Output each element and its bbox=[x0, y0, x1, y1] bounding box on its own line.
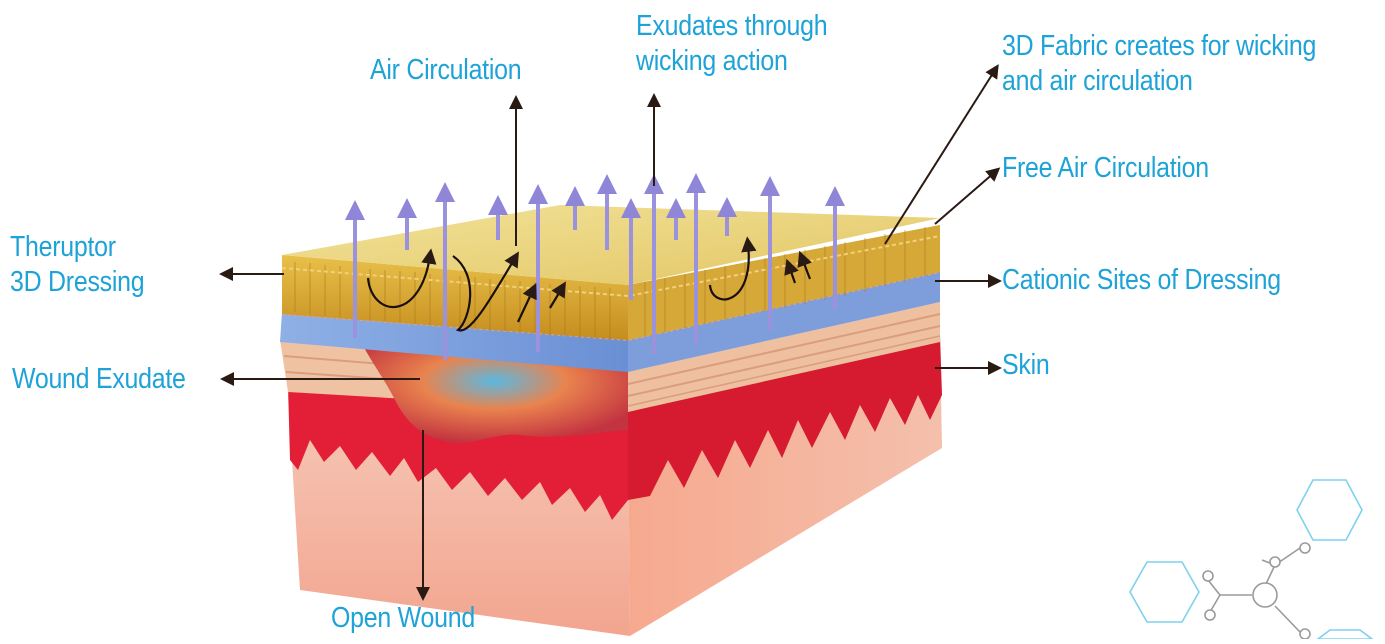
fabric-pointer bbox=[885, 70, 995, 244]
cationic-text: Cationic Sites of Dressing bbox=[1002, 263, 1281, 298]
label-3d-fabric: 3D Fabric creates for wicking and air ci… bbox=[1002, 29, 1316, 99]
label-open-wound: Open Wound bbox=[331, 601, 475, 636]
wound-exudate-text: Wound Exudate bbox=[12, 362, 186, 397]
theruptor-text-line2: 3D Dressing bbox=[10, 265, 144, 300]
exudates-text-line2: wicking action bbox=[636, 44, 827, 79]
theruptor-text-line1: Theruptor bbox=[10, 230, 144, 265]
hexagon-molecule-icon bbox=[1130, 480, 1372, 639]
free-air-pointer bbox=[935, 172, 995, 224]
label-wound-exudate: Wound Exudate bbox=[12, 362, 186, 397]
label-cationic-sites: Cationic Sites of Dressing bbox=[1002, 263, 1281, 298]
label-air-circulation: Air Circulation bbox=[370, 53, 521, 88]
fabric-text-line2: and air circulation bbox=[1002, 64, 1316, 99]
free-air-text: Free Air Circulation bbox=[1002, 151, 1209, 186]
label-free-air-circulation: Free Air Circulation bbox=[1002, 151, 1209, 186]
air-circulation-text: Air Circulation bbox=[370, 53, 521, 88]
open-wound-text: Open Wound bbox=[331, 601, 475, 636]
fabric-text-line1: 3D Fabric creates for wicking bbox=[1002, 29, 1316, 64]
label-theruptor-dressing: Theruptor 3D Dressing bbox=[10, 230, 144, 300]
label-exudates: Exudates through wicking action bbox=[636, 9, 827, 79]
exudates-text-line1: Exudates through bbox=[636, 9, 827, 44]
skin-text: Skin bbox=[1002, 348, 1049, 383]
label-skin: Skin bbox=[1002, 348, 1049, 383]
